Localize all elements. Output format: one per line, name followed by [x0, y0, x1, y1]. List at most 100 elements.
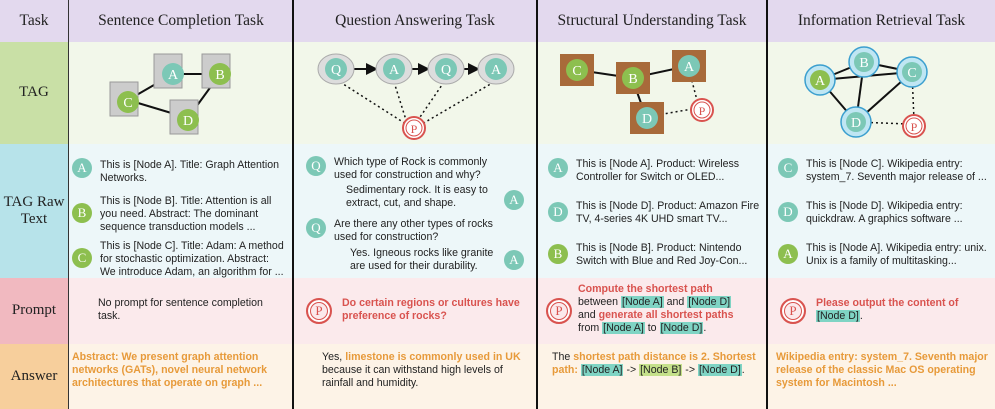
box-node-a: A: [672, 50, 706, 82]
header-structural-understanding: Structural Understanding Task: [557, 12, 747, 29]
raw-text-item: Which type of Rock is commonly used for …: [334, 156, 488, 181]
node-a-icon: A: [72, 158, 92, 178]
answer-sentence-completion: Abstract: We present graph attention net…: [72, 351, 268, 389]
answer-information-retrieval: Wikipedia entry: system_7. Seventh major…: [776, 351, 988, 389]
globe-node-c: C: [896, 56, 928, 88]
svg-text:B: B: [859, 56, 868, 71]
prompt-row: Prompt No prompt for sentence completion…: [0, 278, 995, 344]
globe-node-d: D: [840, 106, 872, 138]
prompt-structural-understanding: Compute the shortest path between [Node …: [578, 283, 734, 334]
node-b-icon: B: [72, 203, 92, 223]
raw-text-item: This is [Node B]. Product: Nintendo Swit…: [576, 242, 748, 267]
node-c-icon: C: [778, 158, 798, 178]
tag-graph-structural-understanding: C B A D P: [560, 50, 714, 134]
row-label-raw-text: TAG Raw Text: [0, 144, 68, 278]
node-d-icon: D: [778, 202, 798, 222]
raw-text-row: TAG Raw Text A This is [Node A]. Title: …: [0, 144, 995, 278]
svg-text:A: A: [684, 60, 695, 75]
box-node-c: C: [560, 54, 594, 86]
prompt-node-p: P: [690, 98, 714, 122]
node-a-icon: A: [778, 244, 798, 264]
node-c-icon: C: [72, 248, 92, 268]
svg-text:C: C: [907, 66, 916, 81]
raw-text-structural-understanding: A This is [Node A]. Product: Wireless Co…: [538, 144, 766, 278]
box-node-b: B: [616, 62, 650, 94]
raw-text-sentence-completion: A This is [Node A]. Title: Graph Attenti…: [70, 144, 292, 278]
svg-text:A: A: [815, 74, 826, 89]
bubble-q1: Q: [317, 53, 355, 85]
doc-icon-c: C: [109, 81, 139, 117]
raw-text-item: This is [Node A]. Title: Graph Attention…: [100, 159, 280, 184]
doc-icon-a: A: [153, 53, 184, 89]
divider: [68, 0, 69, 409]
svg-text:A: A: [389, 63, 400, 78]
raw-text-question-answering: Q Which type of Rock is commonly used fo…: [294, 144, 536, 278]
prompt-information-retrieval: Please output the content of [Node D].: [816, 297, 959, 322]
divider: [536, 0, 538, 409]
node-b-icon: B: [548, 244, 568, 264]
tag-graph-information-retrieval: A B C D P: [804, 46, 928, 138]
raw-text-item: This is [Node D]. Product: Amazon Fire T…: [576, 200, 760, 225]
node-c-label: C: [123, 96, 132, 111]
bubble-a1: A: [375, 53, 413, 85]
globe-node-a: A: [804, 64, 836, 96]
question-icon: Q: [306, 218, 326, 238]
header-information-retrieval: Information Retrieval Task: [797, 12, 966, 29]
svg-text:Q: Q: [331, 63, 341, 78]
prompt-node-p: P: [402, 116, 426, 140]
doc-icon-d: D: [169, 99, 199, 135]
header-row: Task Sentence Completion Task Question A…: [0, 0, 995, 42]
answer-icon: A: [504, 190, 524, 210]
svg-text:Q: Q: [441, 63, 451, 78]
row-label-answer: Answer: [0, 344, 68, 409]
tag-row: TAG A B C D Q A Q A P: [0, 42, 995, 144]
raw-text-information-retrieval: C This is [Node C]. Wikipedia entry: sys…: [768, 144, 995, 278]
tag-graph-question-answering: Q A Q A P: [317, 53, 515, 140]
node-b-label: B: [215, 68, 224, 83]
raw-text-item: This is [Node C]. Wikipedia entry: syste…: [806, 158, 987, 183]
svg-text:B: B: [628, 72, 637, 87]
raw-text-item: This is [Node B]. Title: Attention is al…: [100, 195, 272, 233]
answer-icon: A: [504, 250, 524, 270]
svg-text:D: D: [642, 112, 652, 127]
svg-text:D: D: [851, 116, 861, 131]
row-label-prompt: Prompt: [0, 278, 68, 344]
node-a-icon: A: [548, 158, 568, 178]
question-icon: Q: [306, 156, 326, 176]
raw-text-item: This is [Node C]. Title: Adam: A method …: [100, 240, 284, 278]
node-d-icon: D: [548, 202, 568, 222]
box-node-d: D: [630, 102, 664, 134]
svg-text:P: P: [911, 120, 918, 134]
answer-row: Answer Abstract: We present graph attent…: [0, 344, 995, 409]
header-question-answering: Question Answering Task: [335, 12, 495, 29]
header-task: Task: [19, 12, 49, 29]
bubble-a2: A: [477, 53, 515, 85]
raw-text-item: Are there any other types of rocks used …: [334, 218, 493, 243]
svg-text:P: P: [699, 104, 706, 118]
raw-text-item: Yes. Igneous rocks like granite are used…: [350, 247, 494, 272]
raw-text-item: This is [Node D]. Wikipedia entry: quick…: [806, 200, 963, 225]
svg-text:C: C: [572, 64, 581, 79]
prompt-sentence-completion: No prompt for sentence completion task.: [98, 297, 263, 322]
prompt-p-icon: P: [780, 298, 806, 324]
svg-text:A: A: [491, 63, 502, 78]
row-label-tag: TAG: [0, 42, 68, 144]
answer-structural-understanding: The shortest path distance is 2. Shortes…: [552, 351, 756, 376]
prompt-question-answering: Do certain regions or cultures have pref…: [342, 297, 520, 322]
node-a-label: A: [168, 68, 179, 83]
svg-text:P: P: [411, 122, 418, 136]
answer-question-answering: Yes, limestone is commonly used in UK be…: [322, 351, 521, 389]
divider: [292, 0, 294, 409]
globe-node-b: B: [848, 46, 880, 78]
raw-text-item: This is [Node A]. Product: Wireless Cont…: [576, 158, 740, 183]
prompt-p-icon: P: [546, 298, 572, 324]
doc-icon-b: B: [201, 53, 231, 89]
header-sentence-completion: Sentence Completion Task: [98, 12, 264, 29]
raw-text-item: Sedimentary rock. It is easy to extract,…: [346, 184, 488, 209]
bubble-q2: Q: [427, 53, 465, 85]
raw-text-item: This is [Node A]. Wikipedia entry: unix.…: [806, 242, 987, 267]
prompt-p-icon: P: [306, 298, 332, 324]
prompt-node-p: P: [902, 114, 926, 138]
divider: [766, 0, 768, 409]
